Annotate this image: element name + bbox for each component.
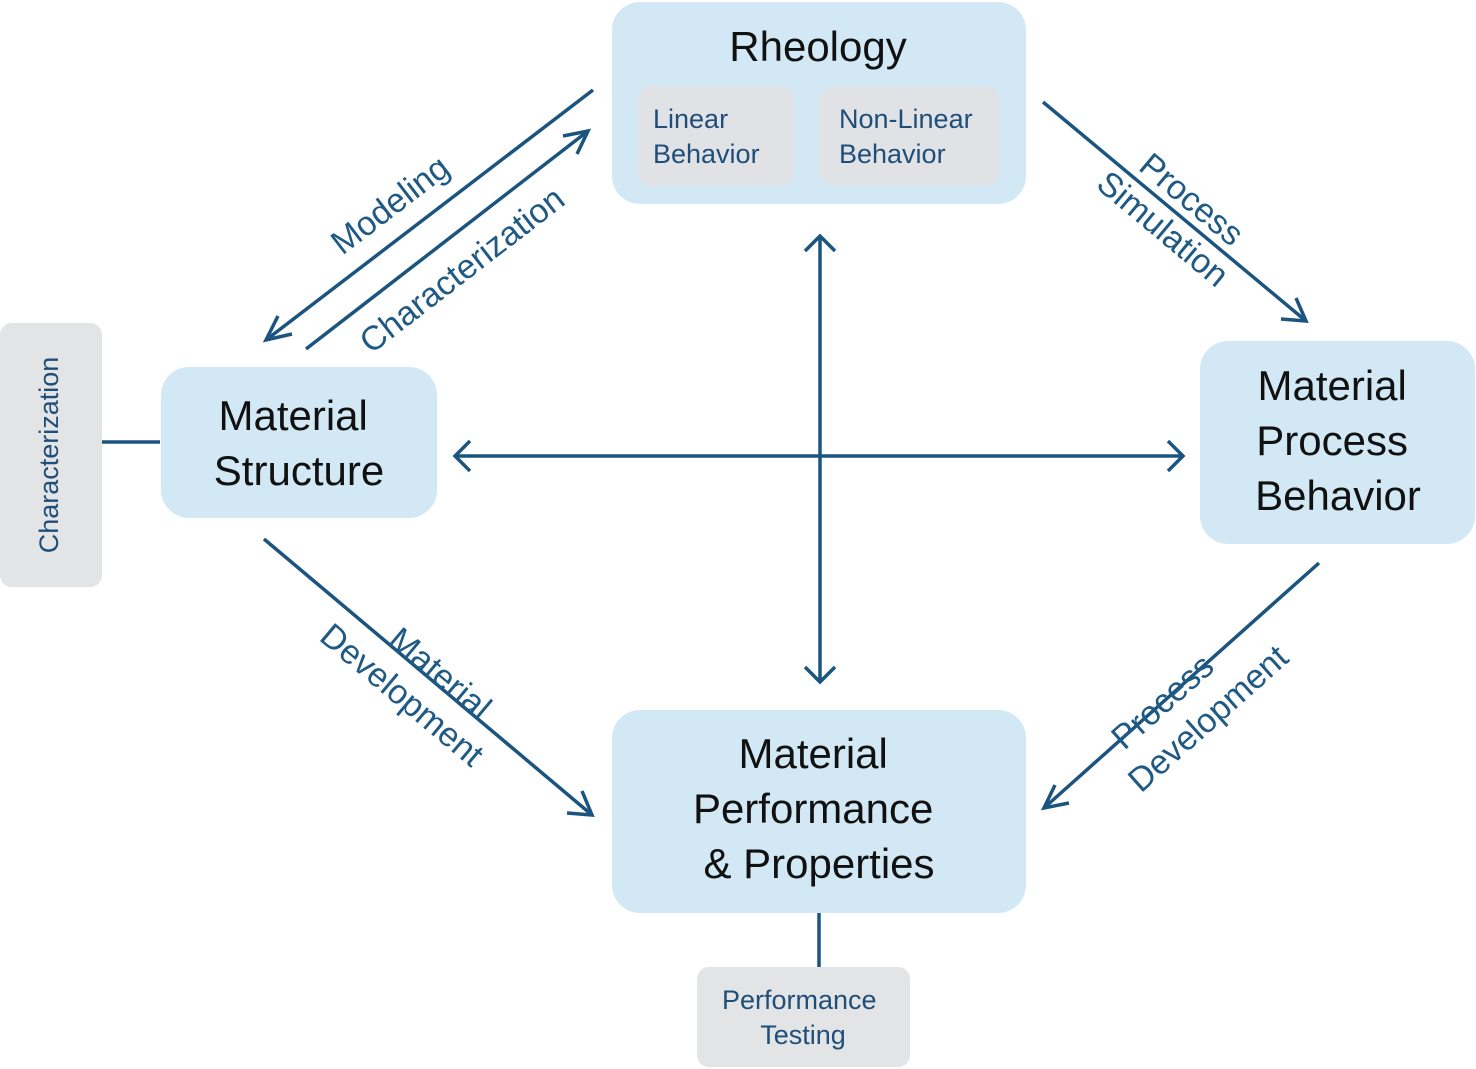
- performance-testing-box: [697, 967, 910, 1067]
- horizontal-double-arrow: [452, 439, 1186, 473]
- arrows: [262, 88, 1321, 817]
- material-performance-box: [612, 710, 1026, 913]
- rheology-node: Rheology Linear Behavior Non-Linear Beha…: [612, 2, 1026, 204]
- material-performance-label: Material Performance & Properties: [693, 730, 945, 887]
- characterization-arrow: [304, 128, 592, 351]
- performance-testing-node: Performance Testing: [697, 967, 910, 1067]
- material-structure-label: Material Structure: [214, 392, 384, 494]
- material-process-behavior-box: [1200, 341, 1475, 544]
- performance-testing-label: Performance Testing: [722, 985, 884, 1050]
- vertical-double-arrow: [803, 233, 837, 685]
- characterization-side-label: Characterization: [34, 357, 64, 554]
- modeling-arrow: [262, 88, 595, 343]
- material-performance-node: Material Performance & Properties: [612, 710, 1026, 913]
- material-development-label: Material Development: [313, 585, 518, 775]
- material-process-behavior-label: Material Process Behavior: [1255, 362, 1421, 519]
- process-development-label: Process Development: [1092, 606, 1296, 800]
- linear-behavior-label: Linear Behavior: [653, 104, 760, 169]
- linear-behavior-box: [638, 86, 794, 186]
- material-structure-node: Material Structure: [161, 367, 437, 518]
- material-process-behavior-node: Material Process Behavior: [1200, 341, 1475, 544]
- characterization-side-box: [0, 323, 102, 587]
- material-development-arrow: [262, 537, 595, 817]
- rheology-title: Rheology: [729, 23, 906, 70]
- nonlinear-behavior-box: [820, 86, 1000, 186]
- material-structure-box: [161, 367, 437, 518]
- connectors: [102, 440, 821, 967]
- process-simulation-arrow: [1041, 100, 1309, 323]
- nonlinear-behavior-label: Non-Linear Behavior: [839, 104, 980, 169]
- process-development-arrow: [1040, 561, 1321, 811]
- characterization-side-node: Characterization: [0, 323, 102, 587]
